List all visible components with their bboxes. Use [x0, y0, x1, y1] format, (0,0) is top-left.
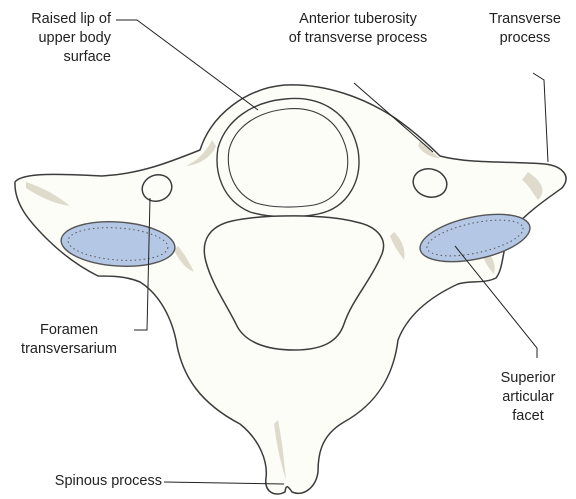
label-spinous-process: Spinous process: [55, 472, 162, 491]
label-anterior-tuberosity: Anterior tuberosity of transverse proces…: [258, 10, 458, 48]
label-superior-articular-facet: Superior articular facet: [486, 369, 570, 426]
leader-transverse-process: [533, 73, 548, 162]
label-raised-lip: Raised lip of upper body surface: [31, 10, 111, 67]
leader-raised-lip: [116, 20, 258, 110]
vertebral-body-rim: [217, 98, 359, 216]
label-transverse-process: Transverse process: [478, 10, 572, 48]
label-foramen-transversarium: Foramen transversarium: [4, 321, 134, 359]
